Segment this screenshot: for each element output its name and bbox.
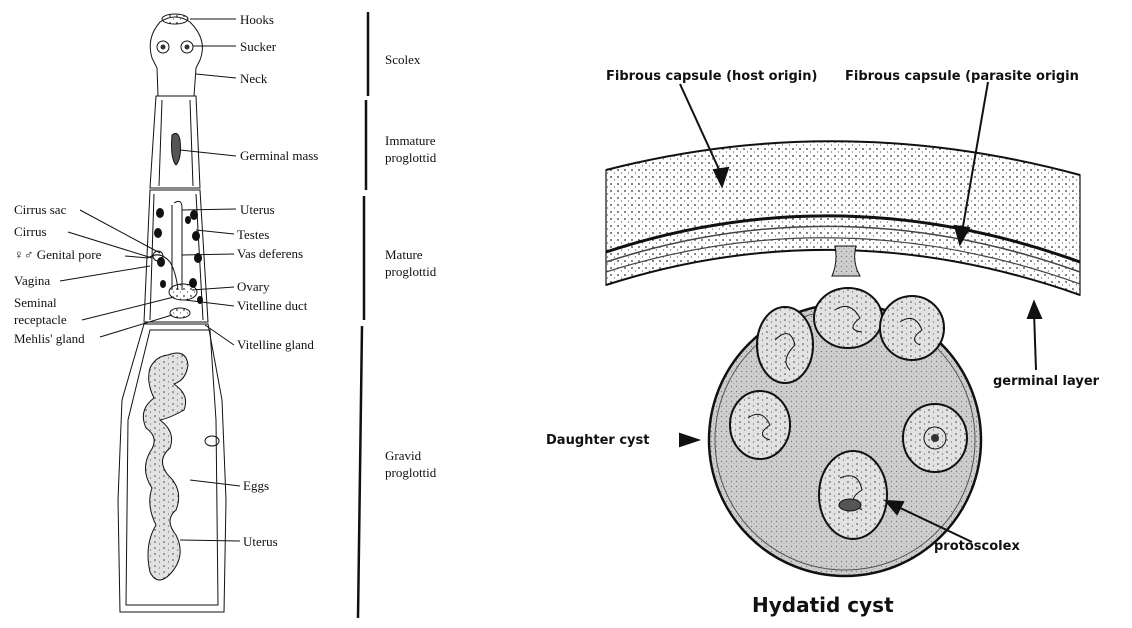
label-uterus-mature: Uterus — [240, 202, 275, 217]
daughter-cyst-4 — [730, 391, 790, 459]
label-seminal-receptacle-line2: receptacle — [14, 312, 67, 327]
label-protoscolex: protoscolex — [934, 539, 1020, 554]
label-eggs: Eggs — [243, 478, 269, 493]
label-mehlis-gland: Mehlis' gland — [14, 331, 85, 346]
label-vas-deferens: Vas deferens — [237, 246, 303, 261]
region-divider-gravid — [358, 326, 362, 618]
label-vagina: Vagina — [14, 273, 50, 288]
region-gravid-line1: Gravid — [385, 448, 422, 463]
gravid-genital-pore — [205, 436, 219, 446]
label-germinal-mass: Germinal mass — [240, 148, 318, 163]
germinal-mass-shape — [172, 133, 181, 165]
label-sucker: Sucker — [240, 39, 277, 54]
label-ovary: Ovary — [237, 279, 270, 294]
label-genital-pore: ♀♂ Genital pore — [14, 247, 102, 262]
region-mature-line1: Mature — [385, 247, 423, 262]
label-vitelline-duct: Vitelline duct — [237, 298, 308, 313]
label-uterus-gravid: Uterus — [243, 534, 278, 549]
daughter-cyst-6 — [819, 451, 887, 539]
label-capsule-host: Fibrous capsule (host origin) — [606, 69, 817, 84]
label-seminal-receptacle-line1: Seminal — [14, 295, 57, 310]
daughter-cyst-2 — [814, 288, 882, 348]
gravid-uterus-shape — [143, 353, 188, 580]
label-neck: Neck — [240, 71, 268, 86]
hydatid-cyst-illustration: Fibrous capsule (host origin) Fibrous ca… — [546, 69, 1100, 617]
scolex-shape — [150, 17, 202, 96]
label-germinal-layer: germinal layer — [993, 374, 1100, 389]
label-capsule-parasite: Fibrous capsule (parasite origin — [845, 69, 1079, 84]
vitelline-gland-shape — [170, 308, 190, 318]
label-hooks: Hooks — [240, 12, 274, 27]
region-mature-line2: proglottid — [385, 264, 437, 279]
tapeworm-illustration: Hooks Sucker Neck Germinal mass Uterus T… — [14, 12, 437, 618]
label-daughter-cyst: Daughter cyst — [546, 433, 649, 448]
label-cirrus-sac: Cirrus sac — [14, 202, 67, 217]
region-scolex: Scolex — [385, 52, 421, 67]
region-immature-line1: Immature — [385, 133, 436, 148]
daughter-cyst-1 — [757, 307, 813, 383]
label-cirrus: Cirrus — [14, 224, 47, 239]
label-vitelline-gland: Vitelline gland — [237, 337, 314, 352]
label-testes: Testes — [237, 227, 269, 242]
region-gravid-line2: proglottid — [385, 465, 437, 480]
daughter-cyst-3 — [880, 296, 944, 360]
region-immature-line2: proglottid — [385, 150, 437, 165]
cyst-title: Hydatid cyst — [752, 593, 894, 617]
hooks-crown — [162, 14, 188, 24]
